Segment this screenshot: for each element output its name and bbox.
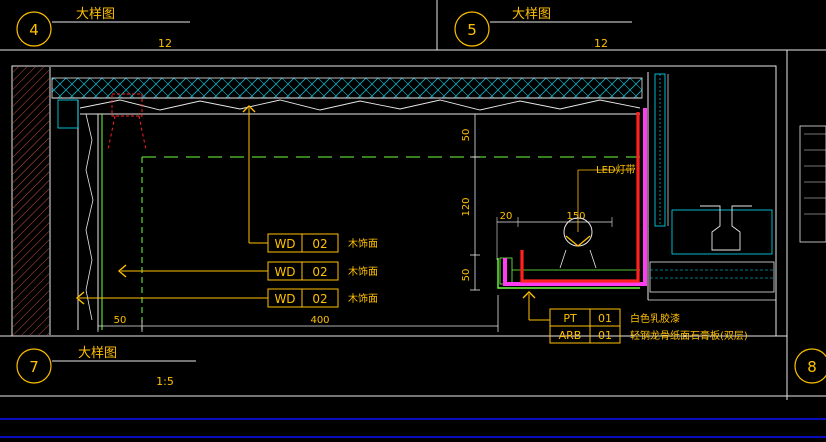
bottom-blue-lines xyxy=(0,418,826,438)
ceiling-slab xyxy=(51,77,643,330)
tag-num: 02 xyxy=(312,237,327,251)
left-panel xyxy=(57,99,103,330)
led-fixture xyxy=(559,217,597,269)
led-label: LED灯带 xyxy=(577,164,636,232)
partial-detail-right xyxy=(799,125,826,243)
panel-number-circle xyxy=(16,11,52,47)
red-markup xyxy=(520,112,640,283)
horizontal-dimension: 50 400 xyxy=(97,295,499,332)
panel-number-circle xyxy=(454,11,490,47)
led-text: LED灯带 xyxy=(596,164,636,176)
panel-scale: 12 xyxy=(158,37,172,50)
panel-scale: 12 xyxy=(594,37,608,50)
tag-desc: 木饰面 xyxy=(348,237,378,250)
dim-label: 150 xyxy=(566,211,585,222)
panel-number: 7 xyxy=(29,358,39,376)
tag-code: WD xyxy=(274,292,295,306)
wd-tag: WD 02 木饰面 xyxy=(267,233,378,253)
panel-title: 大样图 xyxy=(78,346,117,361)
dim-label: 120 xyxy=(461,197,472,216)
title-block-bottom: 7 大样图 1:5 8 xyxy=(0,346,826,397)
right-section xyxy=(647,72,776,301)
tag-desc: 木饰面 xyxy=(348,265,378,278)
tag-num: 02 xyxy=(312,292,327,306)
panel-number: 5 xyxy=(467,21,477,39)
dim-label: 20 xyxy=(500,211,513,222)
wd-tag: WD 02 木饰面 xyxy=(267,261,378,281)
dim-label: 50 xyxy=(461,269,472,282)
panel-number: 8 xyxy=(807,358,817,376)
tag-desc: 轻钢龙骨纸面石膏板(双层) xyxy=(630,329,748,342)
dim-label: 50 xyxy=(114,315,127,326)
reference-lines xyxy=(141,156,640,330)
panel-title: 大样图 xyxy=(512,7,551,22)
dim-label: 50 xyxy=(461,129,472,142)
light-fixture xyxy=(107,93,147,151)
tag-num: 01 xyxy=(598,329,612,342)
title-block-top: 4 大样图 12 5 大样图 12 xyxy=(0,0,826,51)
tag-num: 01 xyxy=(598,312,612,325)
detail-frame xyxy=(0,50,788,400)
wd-tag: WD 02 木饰面 xyxy=(267,288,378,308)
wall-hatch xyxy=(13,67,49,335)
panel-title: 大样图 xyxy=(76,7,115,22)
tag-code: WD xyxy=(274,237,295,251)
tag-desc: 白色乳胶漆 xyxy=(630,312,680,325)
tag-num: 02 xyxy=(312,265,327,279)
material-tag: PT 01 白色乳胶漆 xyxy=(549,308,680,327)
panel-number: 4 xyxy=(29,21,39,39)
magenta-markup xyxy=(503,108,647,286)
tag-code: PT xyxy=(563,312,577,325)
vertical-dimension: 50 120 50 xyxy=(461,113,640,291)
panel-number-circle xyxy=(16,348,52,384)
wd-leaders xyxy=(75,105,268,305)
small-dimension: 20 150 xyxy=(496,211,613,260)
dim-label: 400 xyxy=(310,315,329,326)
panel-scale: 1:5 xyxy=(156,375,174,388)
tag-code: ARB xyxy=(559,329,582,342)
material-tag: ARB 01 轻钢龙骨纸面石膏板(双层) xyxy=(549,325,748,344)
tag-desc: 木饰面 xyxy=(348,292,378,305)
tag-code: WD xyxy=(274,265,295,279)
material-leader xyxy=(522,291,550,321)
panel-number-circle xyxy=(794,348,826,384)
